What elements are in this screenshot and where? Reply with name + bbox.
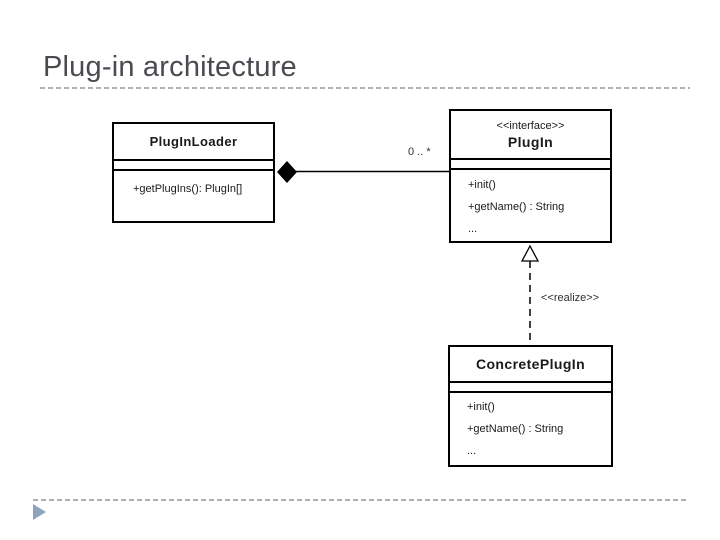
method-label: ... xyxy=(467,445,477,457)
attributes-compartment xyxy=(450,383,611,393)
class-name-compartment: PlugInLoader xyxy=(114,124,273,161)
method-label: +init() xyxy=(468,179,496,191)
footer-divider xyxy=(33,499,688,501)
method-label: +getPlugIns(): PlugIn[] xyxy=(133,183,243,195)
page-title: Plug-in architecture xyxy=(43,51,297,83)
methods-compartment: +getPlugIns(): PlugIn[] xyxy=(114,171,273,200)
methods-compartment: +init() +getName() : String ... xyxy=(451,170,610,240)
attributes-compartment xyxy=(114,161,273,171)
methods-compartment: +init() +getName() : String ... xyxy=(450,393,611,462)
uml-class-concreteplugin: ConcretePlugIn +init() +getName() : Stri… xyxy=(448,345,613,467)
composition-diamond-icon xyxy=(277,161,297,183)
realize-stereotype-label: <<realize>> xyxy=(541,292,600,304)
title-divider xyxy=(40,87,690,89)
class-name: ConcretePlugIn xyxy=(475,356,586,372)
method-label: +getName() : String xyxy=(467,423,564,435)
method-label: +init() xyxy=(467,401,495,413)
class-name: PlugIn xyxy=(507,133,554,150)
uml-class-pluginloader: PlugInLoader +getPlugIns(): PlugIn[] xyxy=(112,122,275,223)
class-name-compartment: <<interface>> PlugIn xyxy=(451,111,610,160)
class-name: PlugInLoader xyxy=(149,134,238,149)
stereotype-label: <<interface>> xyxy=(496,119,565,132)
method-label: +getName() : String xyxy=(468,201,565,213)
method-label: ... xyxy=(468,223,478,235)
uml-class-plugin: <<interface>> PlugIn +init() +getName() … xyxy=(449,109,612,243)
attributes-compartment xyxy=(451,160,610,170)
multiplicity-label: 0 .. * xyxy=(408,146,431,158)
slide-footer-arrow-icon xyxy=(33,504,46,520)
class-name-compartment: ConcretePlugIn xyxy=(450,347,611,383)
realization-arrow-icon xyxy=(520,244,540,262)
